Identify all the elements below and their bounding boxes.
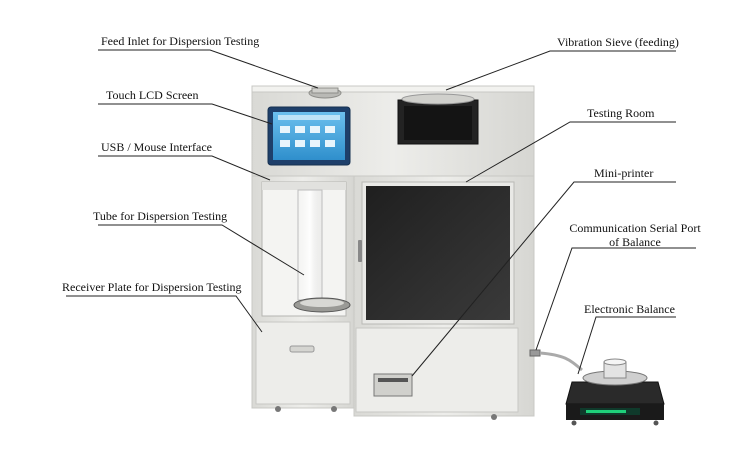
leader-testing-room	[465, 121, 676, 183]
leader-electronic-balance	[577, 316, 676, 375]
label-electronic-balance: Electronic Balance	[584, 302, 675, 316]
leader-feed-inlet	[98, 49, 319, 89]
vibration-sieve	[397, 93, 479, 145]
right-column	[353, 175, 541, 420]
label-feed-inlet: Feed Inlet for Dispersion Testing	[101, 34, 260, 48]
electronic-balance	[565, 358, 665, 426]
leader-comm-port	[535, 247, 696, 351]
label-testing-room: Testing Room	[587, 106, 655, 120]
leader-touch-lcd	[98, 103, 273, 125]
label-mini-printer: Mini-printer	[594, 166, 654, 180]
label-usb-mouse: USB / Mouse Interface	[101, 140, 212, 154]
label-tube: Tube for Dispersion Testing	[93, 209, 228, 223]
leader-mini-printer	[411, 181, 676, 377]
left-column	[251, 175, 355, 412]
leader-receiver-plate	[66, 295, 263, 333]
label-comm-port: Communication Serial Port of Balance	[555, 221, 715, 249]
leader-usb-mouse	[98, 155, 271, 181]
touch-lcd-screen	[267, 106, 351, 166]
label-touch-lcd: Touch LCD Screen	[106, 88, 199, 102]
leader-tube	[98, 224, 305, 276]
label-comm-port-line2: of Balance	[609, 235, 661, 249]
leader-vibration-sieve	[445, 50, 676, 91]
feed-inlet-cap	[308, 87, 342, 99]
leader-lines	[66, 49, 696, 377]
label-comm-port-line1: Communication Serial Port	[569, 221, 701, 235]
label-receiver-plate: Receiver Plate for Dispersion Testing	[62, 280, 242, 294]
serial-cable	[539, 351, 583, 372]
label-vibration-sieve: Vibration Sieve (feeding)	[557, 35, 679, 49]
